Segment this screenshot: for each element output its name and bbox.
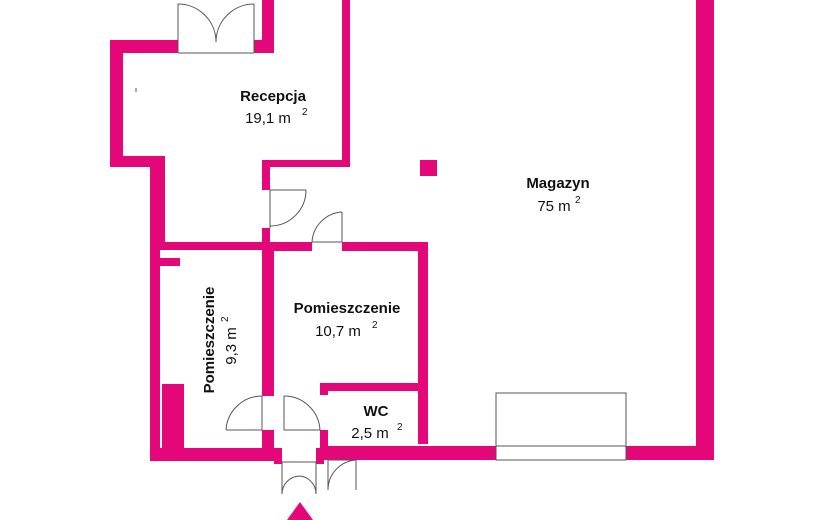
wall-bottom-stub-left — [274, 448, 282, 464]
room-pomieszczenie-small-label: Pomieszczenie 9,3 m 2 — [201, 287, 240, 394]
wall-pomieszczenie-divider — [262, 242, 274, 396]
room-area-unit: 2 — [220, 316, 231, 322]
wall-column-left — [150, 156, 165, 246]
wall-mid-right — [418, 242, 428, 444]
door-entrance-double — [281, 461, 317, 495]
room-area: 10,7 m — [315, 323, 361, 340]
wall-wc-left-low — [320, 430, 328, 460]
wall-bottom-right — [626, 446, 714, 460]
wall-bottom-stub-right — [316, 448, 324, 464]
wall-mid-bottom — [320, 383, 428, 391]
door-pomieszczenie-small — [225, 395, 263, 431]
wall-recepcja-inner-bottom — [262, 160, 350, 167]
triangle-up-icon — [287, 502, 313, 520]
wall-mid-top-left — [262, 242, 312, 251]
door-pomieszczenie-large — [311, 211, 343, 243]
room-recepcja-label: Recepcja 19,1 m 2 — [240, 88, 308, 127]
wall-recepcja-top-left — [110, 40, 178, 53]
room-area-unit: 2 — [372, 320, 378, 331]
wall-mid-top-right — [342, 242, 428, 251]
wall-left-outer — [150, 246, 160, 460]
walls — [110, 0, 714, 464]
room-area: 9,3 m — [223, 327, 240, 365]
wall-recepcja-right — [342, 0, 350, 167]
wall-left-inner — [160, 258, 180, 266]
room-area-unit: 2 — [302, 107, 308, 118]
wall-recepcja-bottom — [110, 156, 165, 167]
room-area: 19,1 m — [245, 110, 291, 127]
wall-recepcja-left — [110, 40, 123, 167]
room-area-unit: 2 — [397, 422, 403, 433]
wall-left-bottom — [150, 448, 278, 461]
room-name: WC — [364, 403, 389, 420]
room-pomieszczenie-large-label: Pomieszczenie 10,7 m 2 — [294, 300, 401, 340]
wall-bottom-wc — [320, 446, 496, 460]
room-magazyn-label: Magazyn 75 m 2 — [526, 175, 589, 215]
door-top-double — [177, 3, 255, 54]
room-area: 2,5 m — [351, 425, 389, 442]
wall-left-mid-top — [150, 242, 274, 250]
wall-recepcja-right-upper — [262, 0, 274, 53]
room-area: 75 m — [537, 198, 570, 215]
room-name: Pomieszczenie — [294, 300, 401, 317]
room-area-unit: 2 — [575, 195, 581, 206]
wall-pomieszczenie-divider-low — [262, 430, 274, 460]
door-recepcja-hall — [269, 189, 307, 228]
doors — [135, 3, 357, 495]
wall-door-stub-left — [262, 160, 270, 190]
wall-wc-left — [320, 383, 328, 395]
garage-opening — [495, 392, 627, 461]
door-wc — [327, 459, 357, 491]
room-name: Pomieszczenie — [201, 287, 218, 394]
wall-magazyn-column — [420, 160, 437, 176]
room-wc-label: WC 2,5 m 2 — [351, 403, 403, 442]
room-name: Magazyn — [526, 175, 589, 192]
wall-left-dark — [162, 384, 184, 460]
wall-door-stub-lower — [262, 228, 270, 250]
wall-magazyn-right — [696, 0, 714, 460]
door-hall-right — [283, 395, 321, 431]
room-name: Recepcja — [240, 88, 307, 105]
